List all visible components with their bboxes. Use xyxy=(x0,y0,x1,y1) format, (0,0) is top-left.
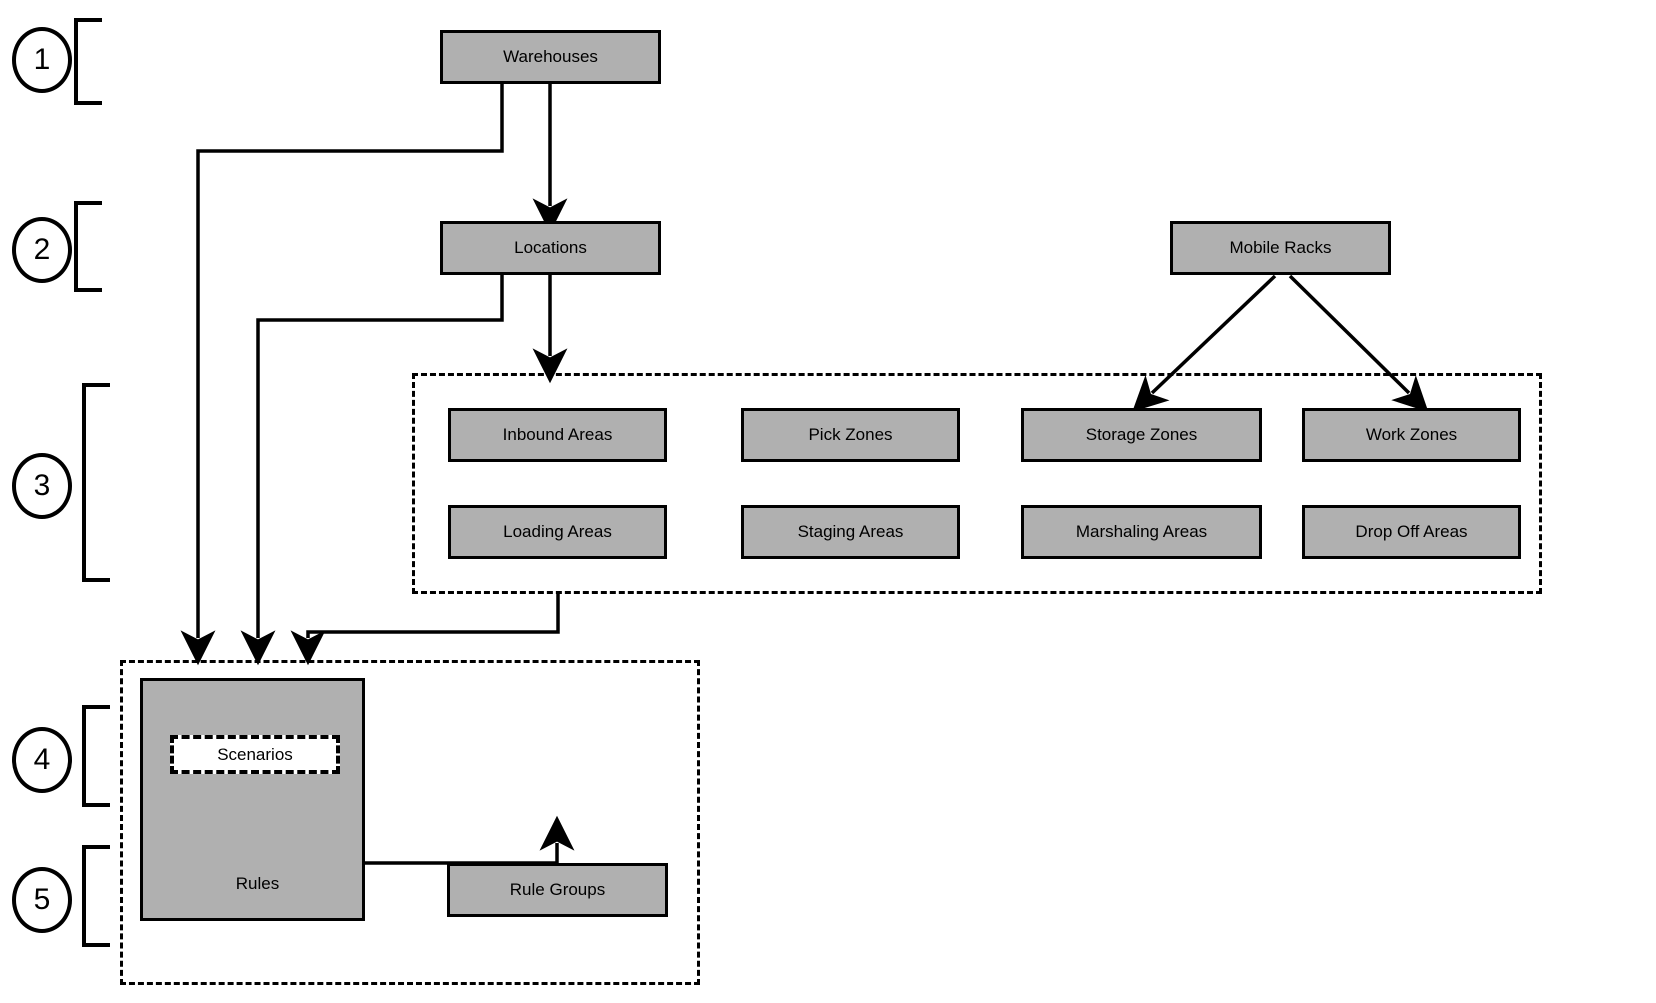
node-drop-off-areas[interactable]: Drop Off Areas xyxy=(1302,505,1521,559)
node-inbound-areas[interactable]: Inbound Areas xyxy=(448,408,667,462)
node-loading-areas[interactable]: Loading Areas xyxy=(448,505,667,559)
bracket-2 xyxy=(74,201,102,292)
level-marker-5: 5 xyxy=(12,867,72,933)
node-scenarios[interactable]: Scenarios xyxy=(170,735,340,774)
level-marker-3: 3 xyxy=(12,453,72,519)
group-container-areas-zones xyxy=(412,373,1542,594)
level-marker-2: 2 xyxy=(12,217,72,283)
node-mobile-racks[interactable]: Mobile Racks xyxy=(1170,221,1391,275)
node-staging-areas[interactable]: Staging Areas xyxy=(741,505,960,559)
bracket-1 xyxy=(74,18,102,105)
node-work-zones[interactable]: Work Zones xyxy=(1302,408,1521,462)
node-scenarios-rules-block[interactable] xyxy=(140,678,365,921)
edge-areas-scenarios xyxy=(290,594,560,666)
node-rules-label: Rules xyxy=(235,874,280,893)
edge-warehouses-scenarios xyxy=(180,84,504,666)
node-pick-zones[interactable]: Pick Zones xyxy=(741,408,960,462)
edge-locations-scenarios xyxy=(240,275,504,666)
bracket-4 xyxy=(82,705,110,807)
node-warehouses[interactable]: Warehouses xyxy=(440,30,661,84)
group-container-rules xyxy=(120,660,700,985)
node-locations[interactable]: Locations xyxy=(440,221,661,275)
node-marshaling-areas[interactable]: Marshaling Areas xyxy=(1021,505,1262,559)
bracket-5 xyxy=(82,845,110,947)
node-storage-zones[interactable]: Storage Zones xyxy=(1021,408,1262,462)
level-marker-1: 1 xyxy=(12,27,72,93)
level-marker-4: 4 xyxy=(12,727,72,793)
bracket-3 xyxy=(82,383,110,582)
node-rule-groups[interactable]: Rule Groups xyxy=(447,863,668,917)
